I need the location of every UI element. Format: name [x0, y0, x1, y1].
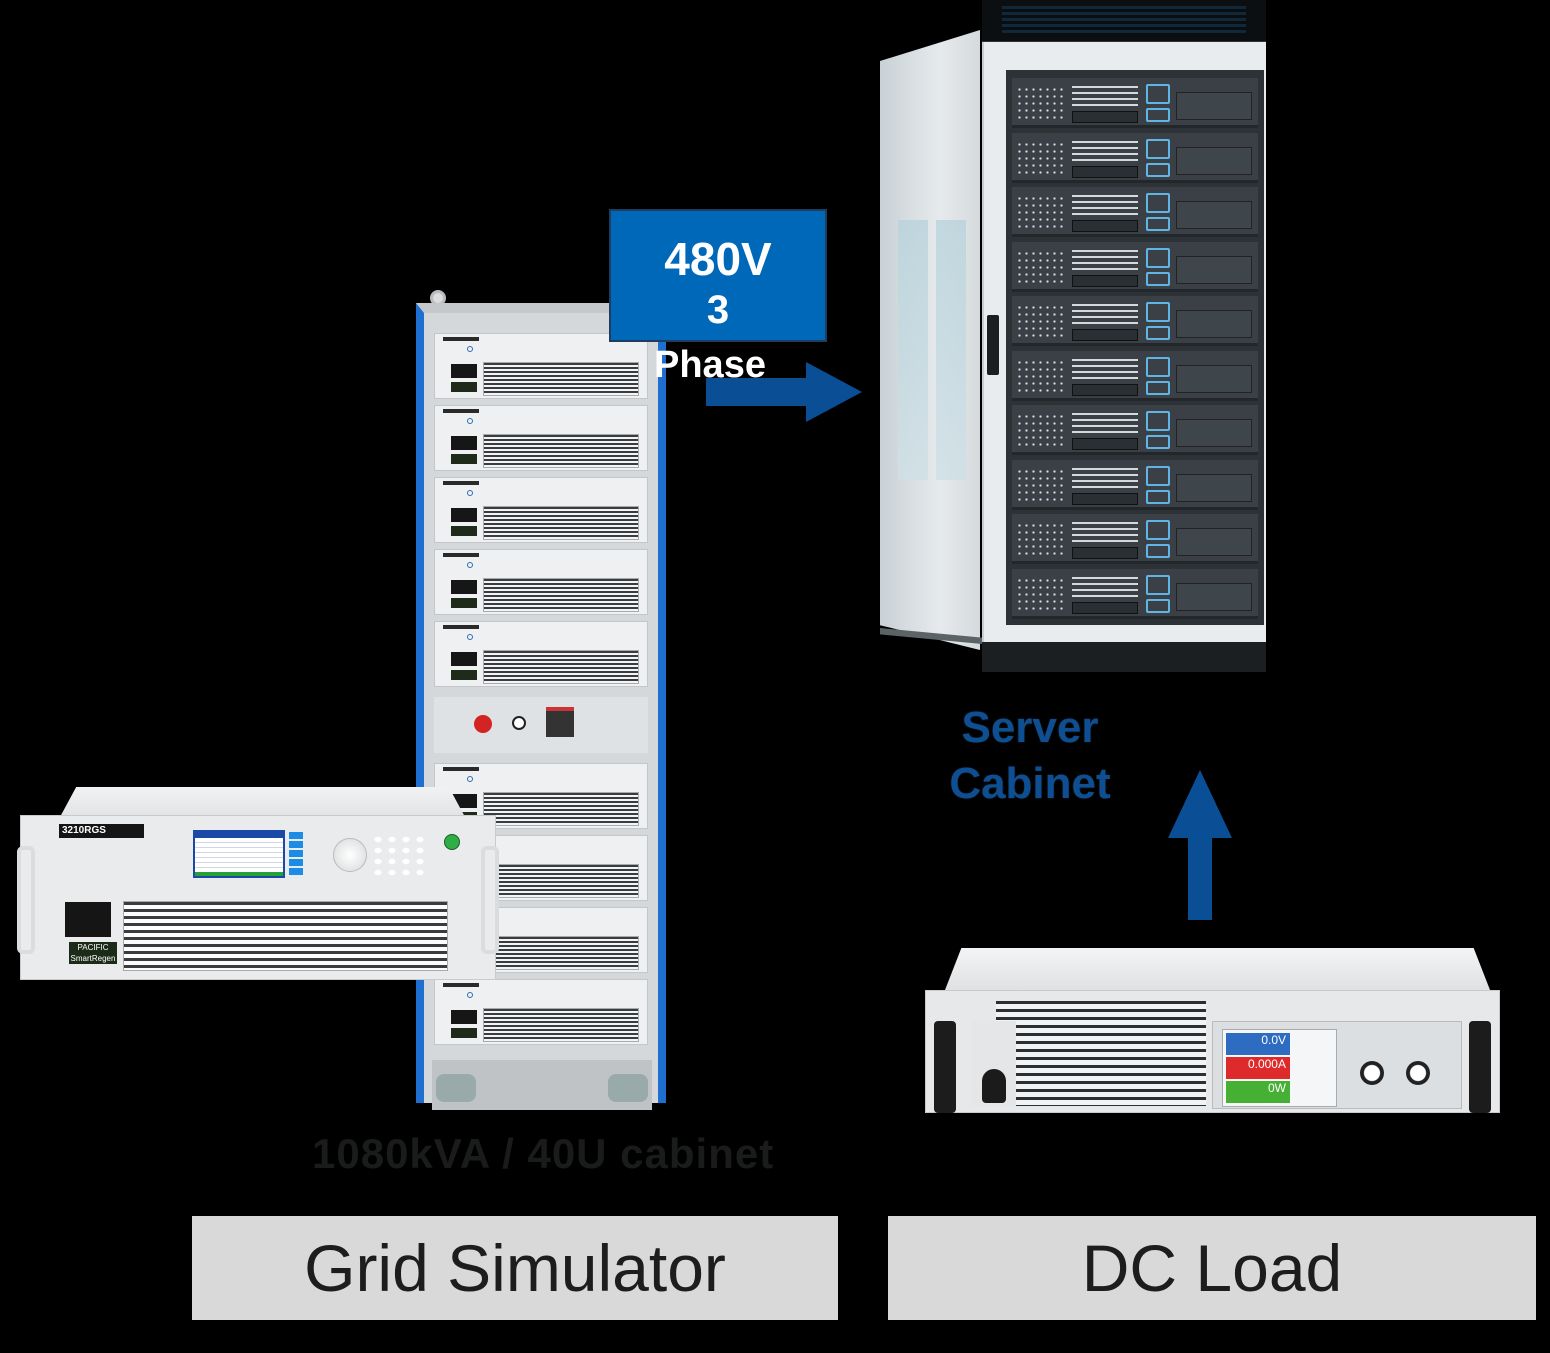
power-module: [434, 979, 648, 1045]
side-window: [898, 220, 928, 480]
server-unit: [1012, 568, 1258, 619]
main-switch: [546, 707, 574, 737]
grid-simulator-front-unit: 3210RGS PACIFIC SmartRegen: [17, 815, 499, 980]
rack-control-panel: [434, 697, 648, 753]
server-unit: [1012, 132, 1258, 183]
dc-load-top: [945, 948, 1490, 990]
server-unit: [1012, 241, 1258, 292]
phase-count: 3: [706, 288, 730, 332]
server-cabinet-side: [880, 30, 980, 650]
edge-label-voltage: 480V 3: [609, 209, 827, 342]
vent-grille: [996, 1001, 1206, 1106]
current-knob: [1406, 1061, 1430, 1085]
brand-logo: PACIFIC SmartRegen: [69, 942, 117, 964]
keypad: [371, 834, 426, 878]
voltage-readout: 0.0V: [1226, 1033, 1290, 1055]
side-window: [936, 220, 966, 480]
power-module: [434, 405, 648, 471]
handle: [481, 846, 499, 954]
power-module: [434, 333, 648, 399]
grid-sim-unit-top: [60, 787, 465, 817]
arrow-right-icon: [706, 362, 862, 422]
server-cabinet-base: [982, 642, 1266, 672]
lcd-screen: [193, 830, 285, 878]
server-unit: [1012, 78, 1258, 128]
voltage-value: 480V: [664, 233, 772, 285]
grid-simulator-caption: 1080kVA / 40U cabinet: [312, 1130, 775, 1177]
power-module: [434, 621, 648, 687]
server-unit: [1012, 187, 1258, 237]
dc-load-unit: 0.0V 0.000A 0W: [925, 990, 1500, 1113]
server-cabinet-label: Server Cabinet: [930, 700, 1130, 812]
rack-feet: [432, 1060, 652, 1110]
server-cabinet-top: [982, 0, 1266, 42]
handle: [1469, 1021, 1491, 1113]
voltage-knob: [1360, 1061, 1384, 1085]
soft-keys: [289, 832, 303, 877]
vent-grille: [123, 901, 448, 971]
server-unit: [1012, 296, 1258, 346]
current-readout: 0.000A: [1226, 1057, 1290, 1079]
emergency-stop: [474, 715, 492, 733]
circuit-breaker: [65, 902, 111, 937]
power-module: [434, 477, 648, 543]
server-label-line2: Cabinet: [949, 759, 1111, 808]
grid-simulator-label: Grid Simulator: [192, 1216, 838, 1320]
server-unit: [1012, 514, 1258, 564]
server-unit: [1012, 459, 1258, 510]
handle: [17, 846, 35, 954]
dc-load-label: DC Load: [888, 1216, 1536, 1320]
server-label-line1: Server: [961, 703, 1099, 752]
model-badge: 3210RGS: [59, 824, 144, 838]
power-switch: [982, 1069, 1006, 1103]
handle: [934, 1021, 956, 1113]
power-module: [434, 549, 648, 615]
arrow-up-icon: [1168, 770, 1232, 920]
rotary-knob: [333, 838, 367, 872]
server-unit: [1012, 350, 1258, 401]
output-button: [444, 834, 460, 850]
power-readout: 0W: [1226, 1081, 1290, 1103]
indicator-light: [512, 716, 526, 730]
grid-simulator-rack: [416, 303, 666, 1103]
server-cabinet-glass-door: [1006, 70, 1264, 625]
server-unit: [1012, 405, 1258, 455]
edge-label-phase: Phase: [654, 347, 766, 383]
door-handle: [987, 315, 999, 375]
